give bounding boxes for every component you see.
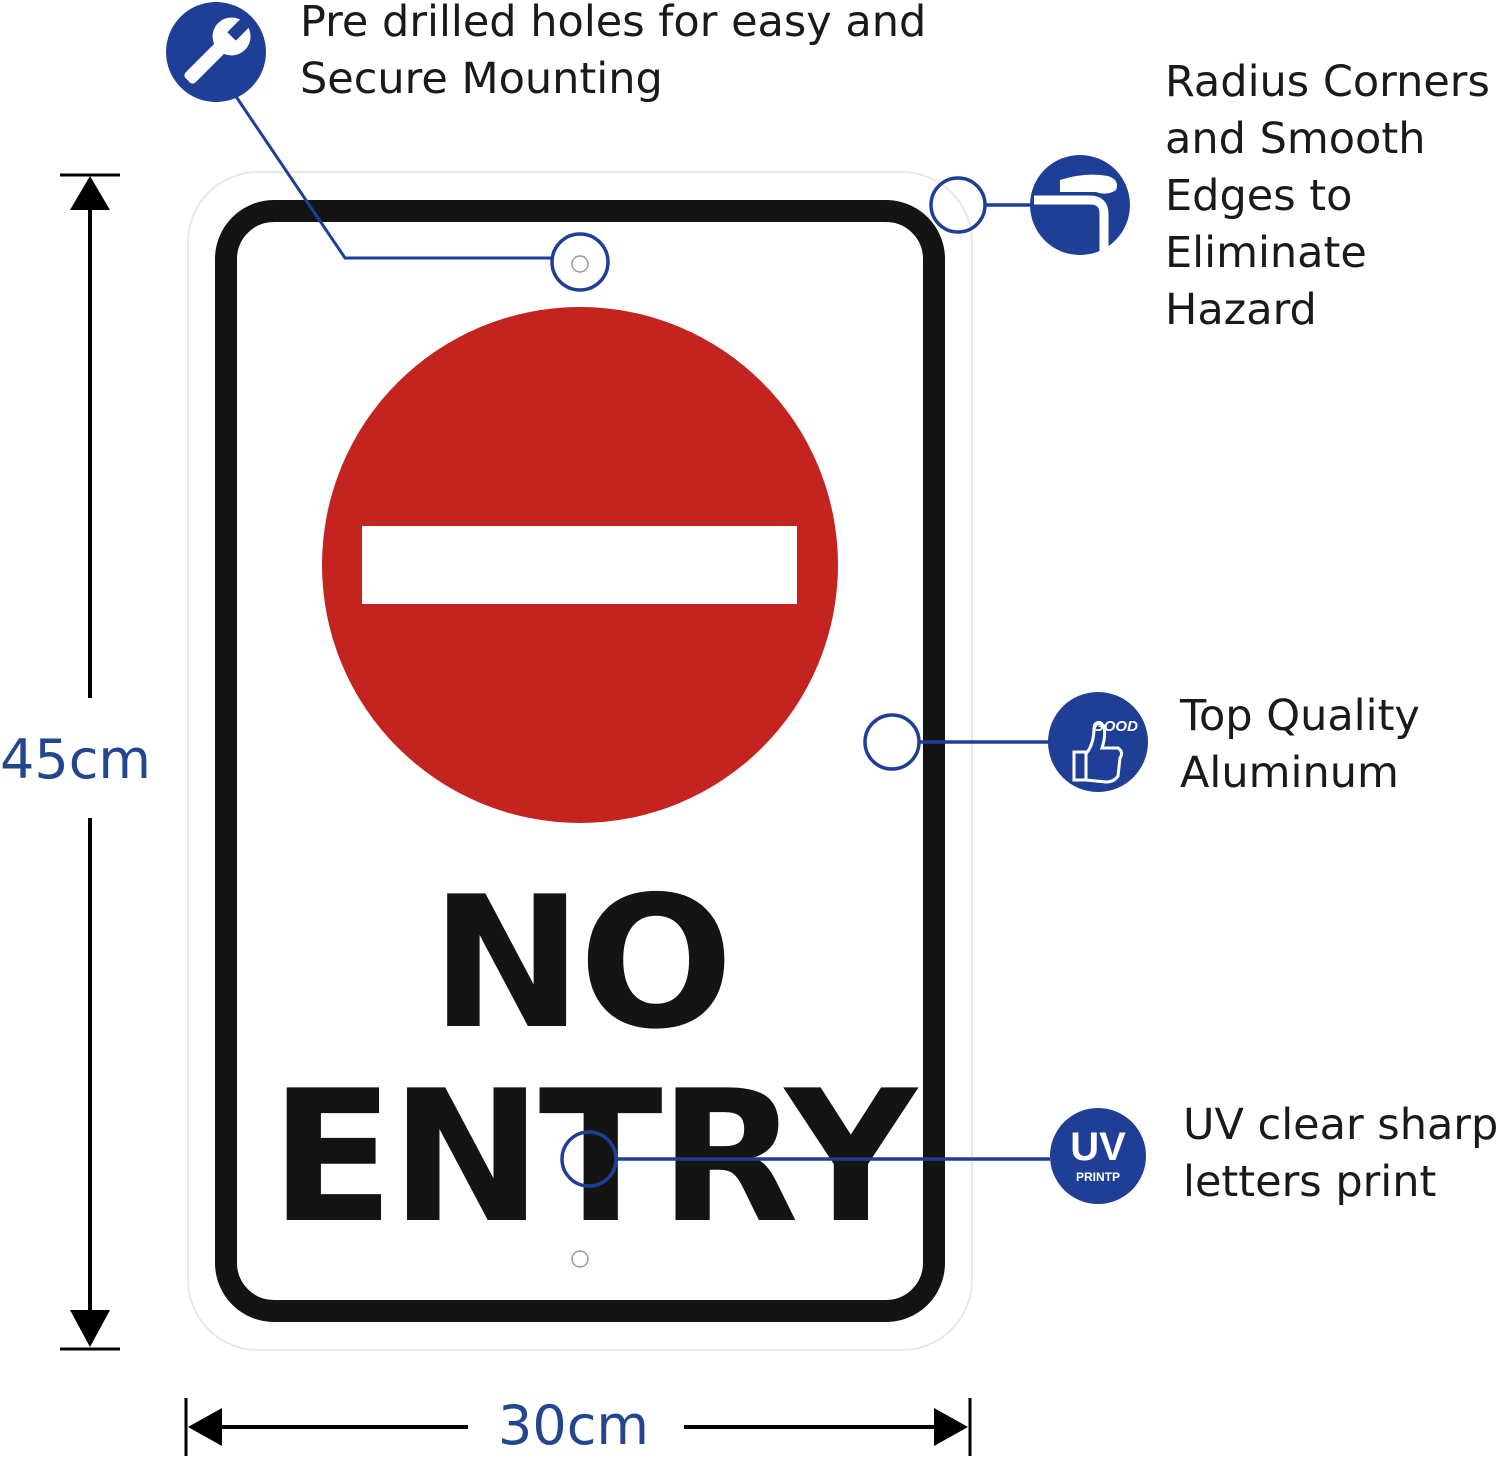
width-dimension-line	[184, 1398, 972, 1456]
feature-text-radius-corners: Radius Corners and Smooth Edges to Elimi…	[1165, 57, 1490, 335]
sign-text-no: NO	[430, 857, 733, 1069]
height-dimension-line	[60, 173, 120, 1351]
no-entry-icon	[322, 307, 838, 823]
feature-text-mounting-holes: Pre drilled holes for easy and Secure Mo…	[300, 0, 927, 104]
feature-text-aluminum: Top Quality Aluminum	[1180, 691, 1420, 798]
width-dimension-label: 30cm	[498, 1394, 650, 1457]
mounting-hole-top	[571, 255, 589, 273]
sign-text-entry: ENTRY	[270, 1051, 917, 1263]
brand-label: Ayifan	[771, 1299, 821, 1319]
feature-text-uv-print: UV clear sharp letters print	[1183, 1100, 1499, 1207]
height-dimension-label: 45cm	[0, 728, 152, 791]
mounting-hole-bottom	[571, 1250, 589, 1268]
